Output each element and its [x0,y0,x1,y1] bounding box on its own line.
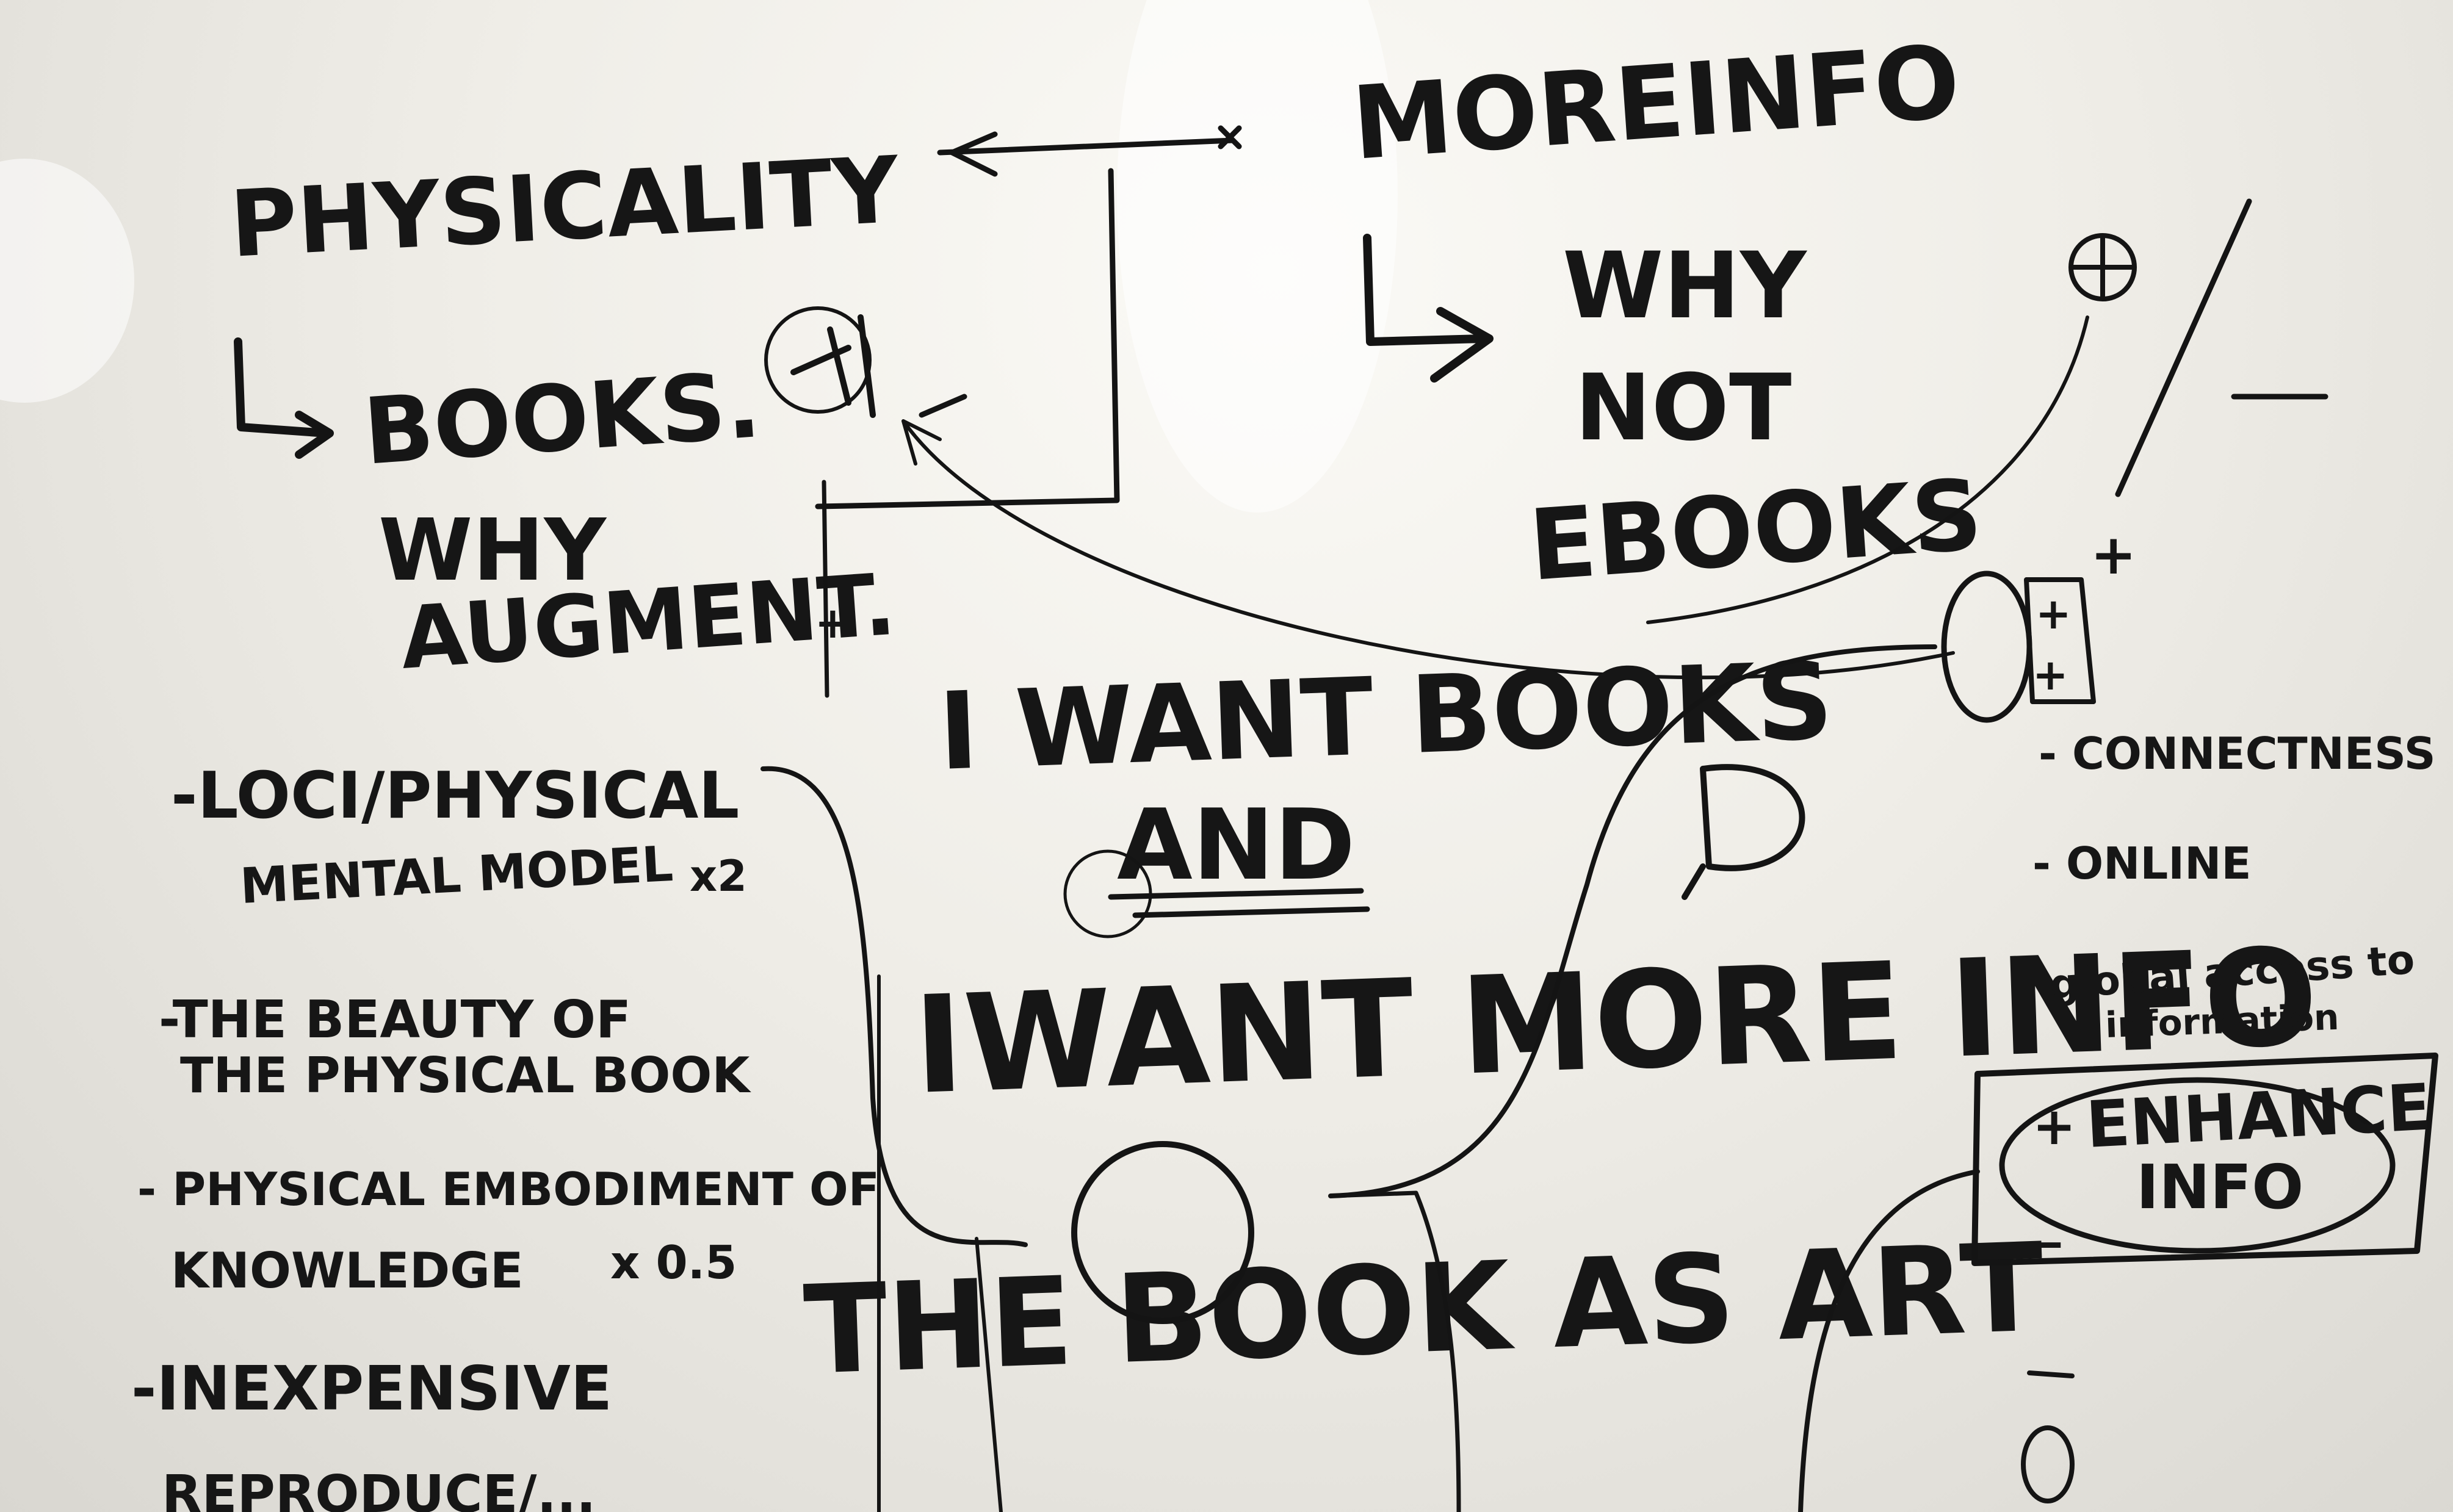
list-left-item-3-line1: - PHYSICAL EMBODIMENT OF [137,1162,880,1216]
center-circle [1071,1141,1254,1324]
glare-spot [0,159,134,403]
axis-line [822,480,829,698]
list-left-item-1-line2: MENTAL MODEL [239,835,674,915]
list-right-item-2: - ONLINE [2032,838,2252,889]
underline-and [1108,888,1370,918]
curve-arrow [901,419,1955,680]
list-left-item-2-line2: THE PHYSICAL BOOK [180,1047,751,1104]
connector-line [975,1237,1003,1512]
title-more-info: MOREINFO [1348,23,1963,182]
list-left-item-5-line1: REPRODUCE/... [162,1464,596,1512]
book-icon-plus: + [2036,589,2072,639]
quadrant-mark [790,314,876,418]
book-icon-plus: + [2032,650,2068,700]
glare-spot [1117,0,1398,513]
connector-line [1328,1190,1461,1512]
enhance-info-oval [1999,1077,2396,1254]
connector-line [1798,1169,1980,1512]
enhance-info-plus: + [2032,1096,2076,1157]
slash-line [2115,198,2252,497]
curve-line [1646,315,2089,624]
label-why-not-1: WHY [1562,233,1808,339]
title-physicality: PHYSICALITY [228,137,903,278]
arrow-more-info [1363,234,1494,383]
enhance-info-label-1: ENHANCE [2084,1070,2433,1162]
enhance-info-label-2: INFO [2136,1151,2303,1223]
minus-mark [919,394,967,418]
list-left-item-3-mark: x 0.5 [610,1236,737,1289]
label-books: BOOKS. [360,352,764,486]
connector-line [760,766,1028,1247]
label-why-not-2: NOT [1575,355,1791,461]
d-shape [1682,764,1805,900]
enhance-info-box [1971,1053,2438,1266]
arrow-physicality [234,337,334,459]
axis-tick: + [815,598,851,648]
axis-line [937,125,1242,177]
plus-circle-cross [2070,234,2136,300]
plus-label: + [2090,523,2136,587]
list-left-item-1-mark: x2 [690,851,747,901]
doodle-circle [1063,849,1152,938]
label-why-augment-1: WHY [378,501,607,600]
label-why-not-3: EBOOKS [1526,458,1986,603]
list-left-item-3-line2: KNOWLEDGE [171,1242,524,1299]
list-right-item-1: - CONNECTNESS [2039,728,2436,779]
list-left-item-2-line1: -THE BEAUTY OF [159,990,631,1050]
enhance-info-minus: — [2020,1217,2063,1267]
list-left-item-1-line1: -LOCI/PHYSICAL [171,758,739,833]
doodle-face [2021,1425,2075,1503]
quadrant-circle [764,306,872,414]
book-icon-circle [1941,571,2032,723]
axis-line [815,168,1120,509]
list-left-item-4-line1: -INEXPENSIVE [131,1353,612,1424]
heading-and: AND [1117,788,1356,902]
minus-line [2027,1370,2075,1378]
book-icon [2024,577,2096,704]
connector-line [1328,644,1937,1198]
list-right-item-4: information [2104,996,2339,1046]
